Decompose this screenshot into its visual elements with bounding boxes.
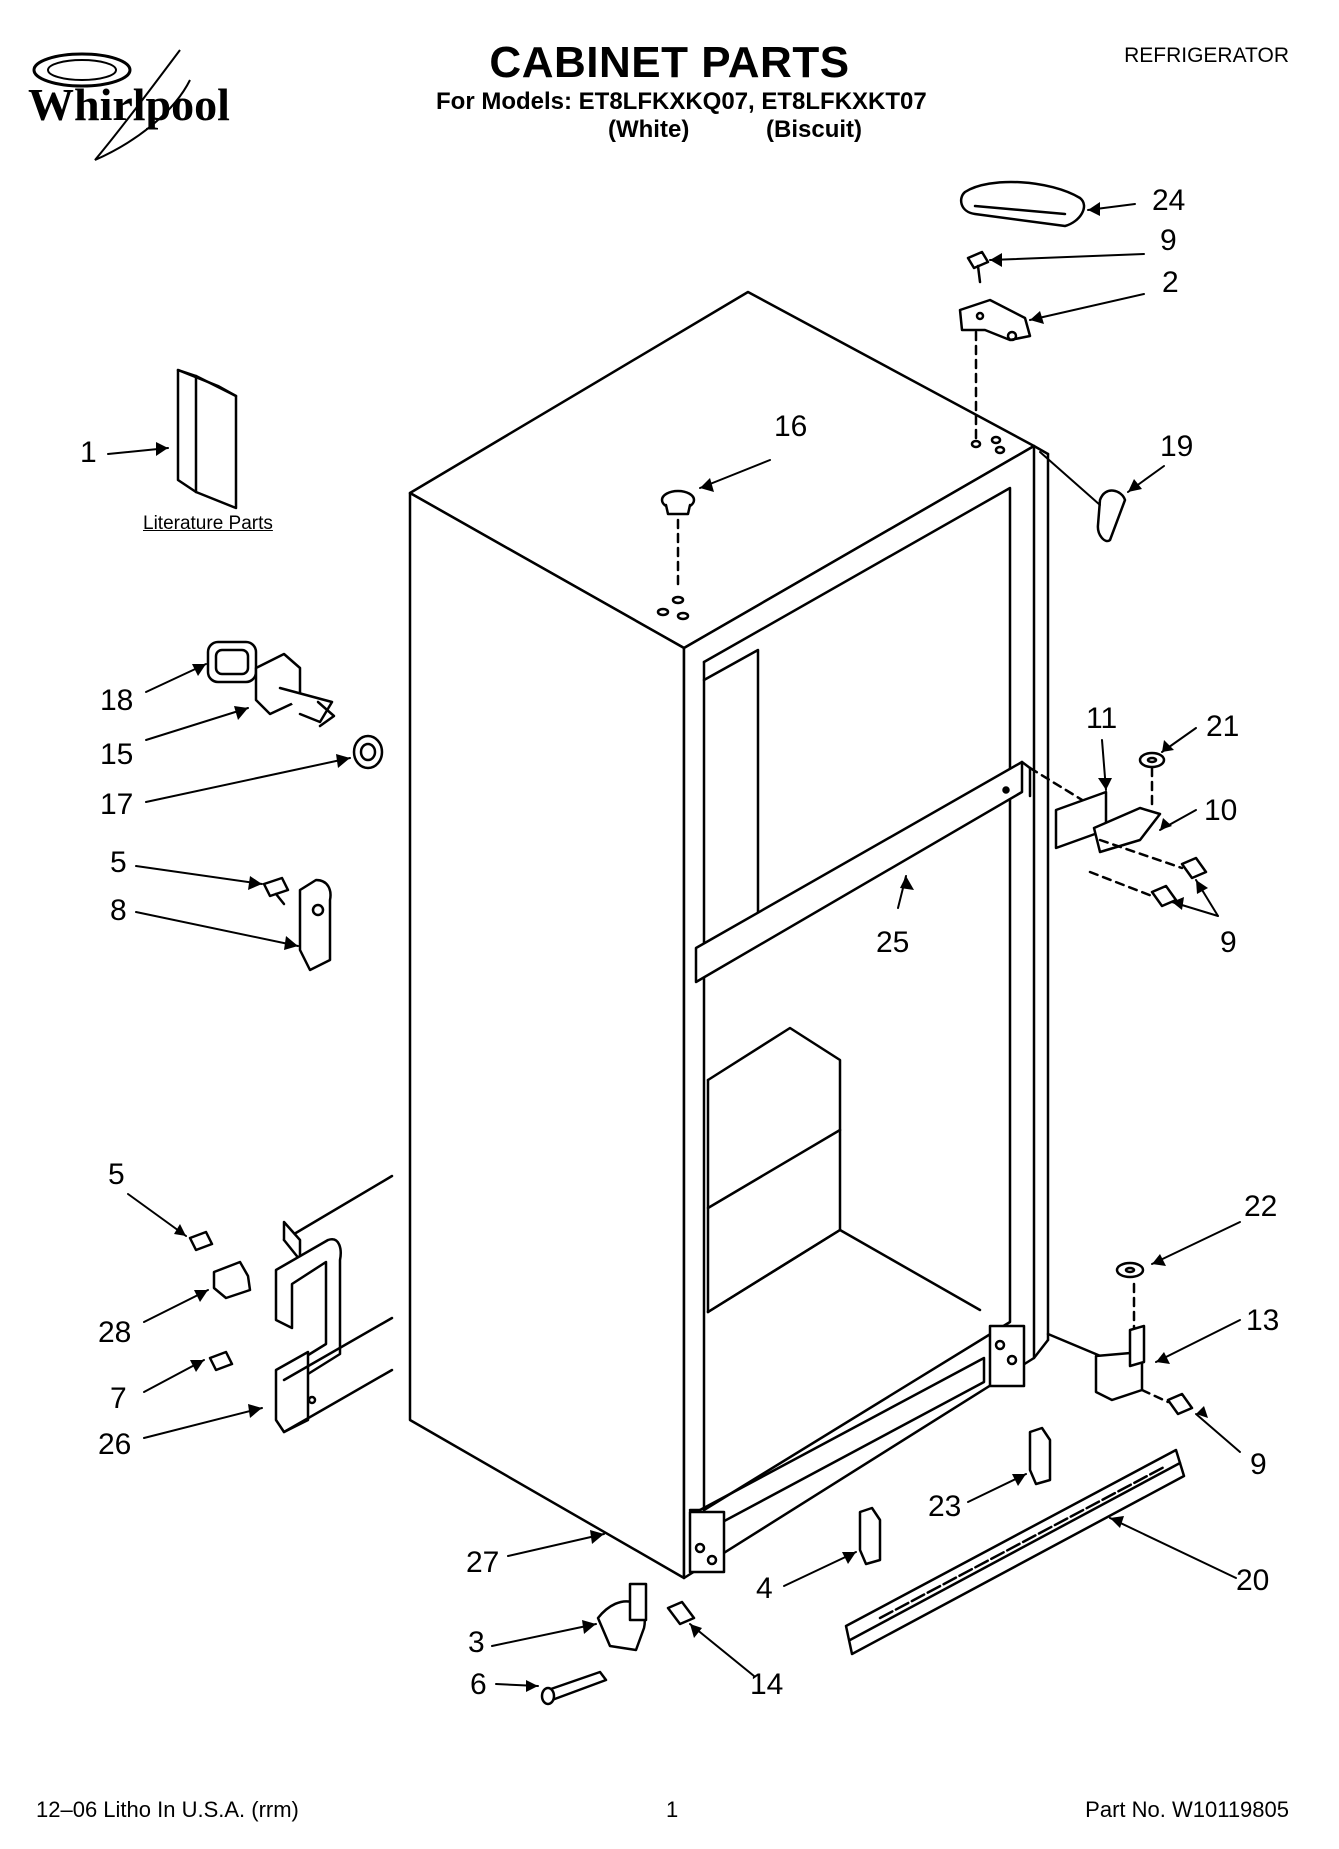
variant-white: (White) [608, 116, 690, 143]
callout-4: 4 [756, 1572, 773, 1605]
callout-17: 17 [100, 788, 134, 821]
leader-lines [107, 203, 1241, 1687]
models-line: For Models: ET8LFKXKQ07, ET8LFKXKT07 [436, 88, 927, 115]
callout-22: 22 [1244, 1190, 1278, 1223]
callout-28: 28 [98, 1316, 132, 1349]
top-hinge-assembly [958, 180, 1086, 455]
handle-parts [206, 640, 384, 770]
callout-9-middle: 9 [1220, 926, 1237, 959]
callout-24: 24 [1152, 184, 1186, 217]
callout-21: 21 [1206, 710, 1240, 743]
callout-14: 14 [750, 1668, 784, 1701]
literature-book [176, 368, 238, 510]
footer-part-number: Part No. W10119805 [1085, 1797, 1289, 1822]
callout-2: 2 [1162, 266, 1179, 299]
callout-9-bottom: 9 [1250, 1448, 1267, 1481]
callout-27: 27 [466, 1546, 500, 1579]
cabinet-shell [408, 290, 1050, 1580]
callout-16: 16 [774, 410, 808, 443]
toe-grille [844, 1448, 1186, 1656]
variant-biscuit: (Biscuit) [766, 116, 862, 143]
callout-6: 6 [470, 1668, 487, 1701]
footer-litho: 12–06 Litho In U.S.A. (rrm) [36, 1797, 299, 1822]
callout-13: 13 [1246, 1304, 1280, 1337]
callout-5-lower: 5 [108, 1158, 125, 1191]
callout-11: 11 [1086, 702, 1118, 735]
arrowheads [156, 202, 1208, 1692]
callout-1: 1 [80, 436, 97, 469]
callout-10: 10 [1204, 794, 1238, 827]
grille-clips [858, 1426, 1052, 1566]
top-plug [656, 489, 696, 621]
center-hinge-assembly [1028, 751, 1208, 908]
callout-26: 26 [98, 1428, 132, 1461]
callout-9-top: 9 [1160, 224, 1177, 257]
callout-15: 15 [100, 738, 134, 771]
footer-page-number: 1 [666, 1797, 679, 1822]
category-label: REFRIGERATOR [1124, 44, 1289, 67]
leveling-parts [540, 1582, 696, 1706]
callout-8: 8 [110, 894, 127, 927]
callout-7: 7 [110, 1382, 127, 1415]
callout-3: 3 [468, 1626, 485, 1659]
callout-5-upper: 5 [110, 846, 127, 879]
upper-left-bracket [262, 876, 332, 972]
mullion-bar [694, 760, 1032, 984]
bottom-hinge-assembly [1046, 1261, 1194, 1416]
page-title: CABINET PARTS [489, 38, 850, 87]
callout-20: 20 [1236, 1564, 1270, 1597]
callout-25: 25 [876, 926, 910, 959]
brand-logo-text: Whirlpool [28, 79, 230, 130]
callout-19: 19 [1160, 430, 1194, 463]
callout-23: 23 [928, 1490, 962, 1523]
lower-left-assembly [188, 1174, 394, 1434]
literature-parts-label: Literature Parts [143, 513, 273, 534]
callout-18: 18 [100, 684, 134, 717]
hinge-cover-19 [1039, 451, 1127, 543]
